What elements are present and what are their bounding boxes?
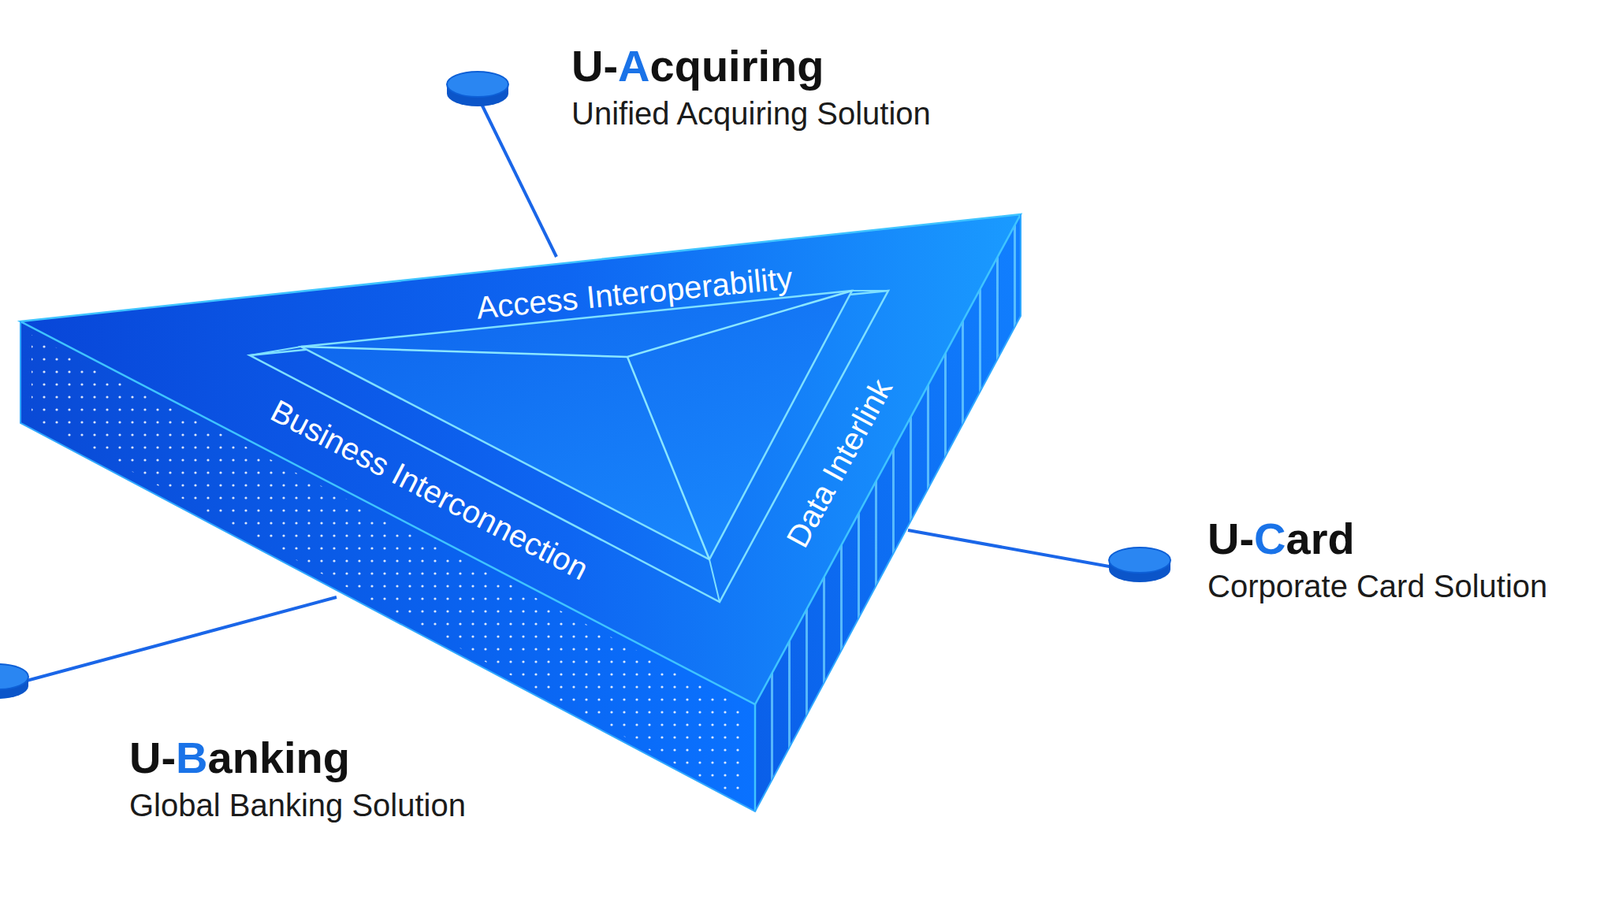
solution-callout: U-CardCorporate Card Solution [1207, 513, 1548, 606]
solution-callout: U-BankingGlobal Banking Solution [129, 733, 466, 825]
triangle-illustration [0, 189, 1049, 828]
node-disk [444, 66, 511, 113]
triangle-platform: Access InteroperabilityBusiness Intercon… [0, 189, 1049, 828]
product-description: Unified Acquiring Solution [571, 94, 931, 133]
product-description: Global Banking Solution [129, 786, 466, 825]
leader-line [907, 530, 1140, 573]
leader-line [477, 96, 557, 257]
product-description: Corporate Card Solution [1207, 567, 1548, 606]
leader-line [0, 597, 337, 689]
product-name: U-Banking [129, 733, 466, 784]
node-disk [0, 659, 31, 706]
solution-callout: U-AcquiringUnified Acquiring Solution [571, 40, 931, 133]
product-name: U-Acquiring [571, 40, 931, 92]
node-disk [1106, 543, 1173, 589]
product-name: U-Card [1207, 513, 1548, 565]
